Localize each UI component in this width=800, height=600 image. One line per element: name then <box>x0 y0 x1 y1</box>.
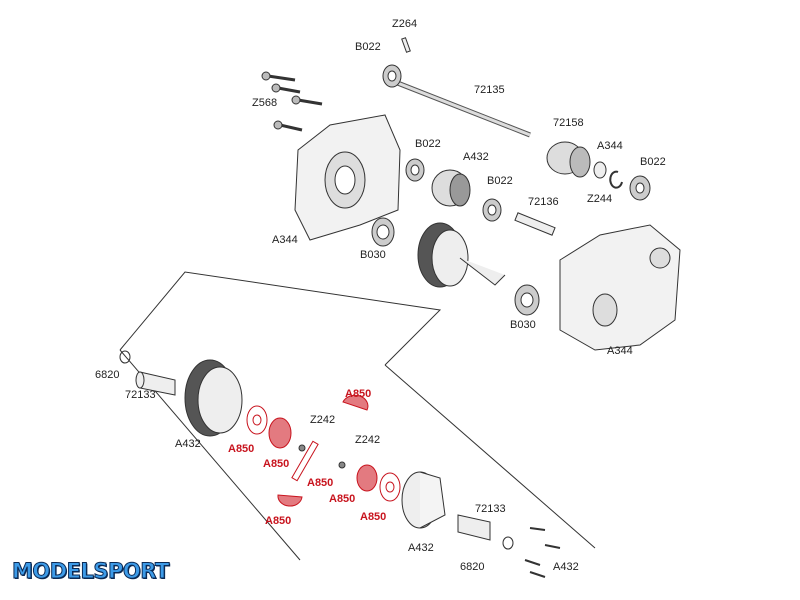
red-parts-a850 <box>246 394 401 507</box>
label-a432: A432 <box>408 542 434 554</box>
label-a850: A850 <box>329 493 356 505</box>
label-a432: A432 <box>463 151 489 163</box>
housing-a344-left <box>294 114 401 241</box>
label-a432: A432 <box>553 561 579 573</box>
label-a850: A850 <box>263 458 290 470</box>
label-a344: A344 <box>272 234 298 246</box>
label-a850: A850 <box>265 515 292 527</box>
label-z568: Z568 <box>252 97 278 109</box>
screws-a432 <box>524 527 561 578</box>
label-b022: B022 <box>355 41 381 53</box>
label-a432: A432 <box>175 438 201 450</box>
label-z264: Z264 <box>392 18 418 30</box>
label-72133: 72133 <box>125 389 156 401</box>
label-z242: Z242 <box>355 434 381 446</box>
diff-gear-a432-left <box>184 359 243 437</box>
bearing-b022-right <box>629 175 651 201</box>
label-72136: 72136 <box>528 196 559 208</box>
label-72133: 72133 <box>475 503 506 515</box>
diff-case-a432-right <box>401 471 446 529</box>
label-72135: 72135 <box>474 84 505 96</box>
label-a344: A344 <box>607 345 633 357</box>
nut-z242-b <box>338 461 346 469</box>
modelsport-logo: MODELSPORT <box>12 559 170 584</box>
label-z242: Z242 <box>310 414 336 426</box>
gear-72158 <box>546 141 591 178</box>
label-72158: 72158 <box>553 117 584 129</box>
shaft-72135 <box>394 79 531 138</box>
washer-6820-right <box>502 536 514 550</box>
gear-a432-small <box>431 169 471 207</box>
label-a850: A850 <box>360 511 387 523</box>
pin-72136 <box>514 212 556 236</box>
bearing-b030-left <box>371 217 395 247</box>
label-a850: A850 <box>345 388 372 400</box>
label-a344: A344 <box>597 140 623 152</box>
washer-6820-left <box>119 350 131 364</box>
label-b030: B030 <box>360 249 386 261</box>
label-z244: Z244 <box>587 193 613 205</box>
bearing-b022-top <box>382 64 402 88</box>
label-b022: B022 <box>640 156 666 168</box>
label-a850: A850 <box>307 477 334 489</box>
washer-a344 <box>593 161 607 179</box>
spur-gear-top <box>417 222 506 288</box>
screws-z568 <box>261 71 323 132</box>
label-6820: 6820 <box>95 369 120 381</box>
pin-z264 <box>401 37 411 53</box>
label-6820: 6820 <box>460 561 485 573</box>
bearing-b022-mid <box>405 158 425 182</box>
outdrive-72133-right <box>457 514 491 541</box>
label-b022: B022 <box>415 138 441 150</box>
housing-a344-right <box>559 224 681 351</box>
outdrive-72133-left <box>135 371 176 396</box>
nut-z242-a <box>298 444 306 452</box>
label-b030: B030 <box>510 319 536 331</box>
clip-z244 <box>609 170 623 189</box>
label-b022: B022 <box>487 175 513 187</box>
bearing-b022-m2 <box>482 198 502 222</box>
label-a850: A850 <box>228 443 255 455</box>
bearing-b030-right <box>514 284 540 316</box>
